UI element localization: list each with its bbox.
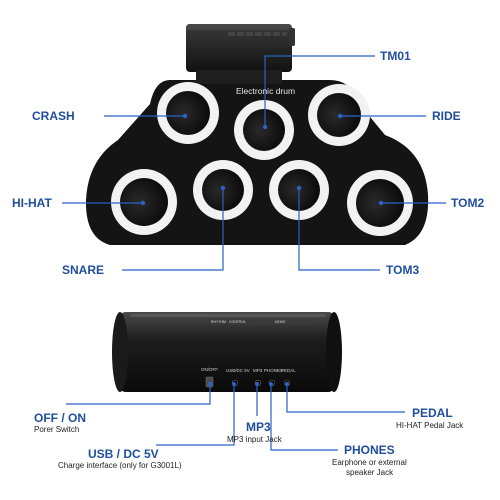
top-button[interactable] [228,32,235,36]
speaker-body [118,312,336,392]
label-usb: USB / DC 5V [88,447,159,461]
speaker-button-label: CONTROL [229,320,247,324]
speaker-button-label: RHYTHM [211,320,226,324]
label-snare: SNARE [62,263,105,277]
label-tom3: TOM3 [386,263,420,277]
label-off-on: OFF / ON [34,411,86,425]
label-mp3: MP3 [246,420,271,434]
label-tom2: TOM2 [451,196,485,210]
speaker-button[interactable] [301,319,313,325]
top-button[interactable] [246,32,253,36]
speaker-button[interactable] [227,319,243,325]
desc-off-on: Porer Switch [34,425,80,434]
label-phones: PHONES [344,443,395,457]
port-label-mp3: MP3 [253,368,263,373]
desc-phones-1: Earphone or external [332,458,407,467]
top-button[interactable] [282,32,287,36]
callout-dots-top [140,113,384,206]
label-pedal: PEDAL [412,406,453,420]
port-label-usb: USB/DC 5V [226,368,250,373]
port-label-onoff: ON/OFF [201,367,218,372]
pad-crash[interactable] [157,82,219,144]
callout-lines-top [62,55,446,271]
speaker-unit [112,312,342,392]
drum-pad [85,24,429,245]
desc-mp3: MP3 input Jack [227,435,282,444]
top-button-strip [228,32,287,36]
top-button[interactable] [273,32,280,36]
speaker-panel-buttons [209,319,313,325]
callout-lines-bottom [66,384,405,451]
top-button[interactable] [237,32,244,36]
label-hihat: HI-HAT [12,196,52,210]
label-tm01: TM01 [380,49,411,63]
desc-usb: Charge interface (only for G3001L) [58,461,182,470]
desc-pedal: HI-HAT Pedal Jack [396,421,464,430]
pad-tm01[interactable] [234,100,294,160]
speaker-button[interactable] [245,319,257,325]
desc-phones-2: speaker Jack [346,468,394,477]
top-button[interactable] [255,32,262,36]
top-speaker-bar [186,24,292,72]
port-label-pedal: PEDAL [281,368,296,373]
label-crash: CRASH [32,109,75,123]
pad-brand-label: Electronic drum [236,86,296,96]
speaker-button[interactable] [287,319,299,325]
top-button[interactable] [264,32,271,36]
speaker-button[interactable] [209,319,225,325]
speaker-button[interactable] [259,319,271,325]
port-label-phones: PHONES [264,368,284,373]
speaker-button-label: DEMO [275,320,286,324]
label-ride: RIDE [432,109,461,123]
speaker-button[interactable] [273,319,285,325]
callout-dots-bottom [208,382,289,386]
